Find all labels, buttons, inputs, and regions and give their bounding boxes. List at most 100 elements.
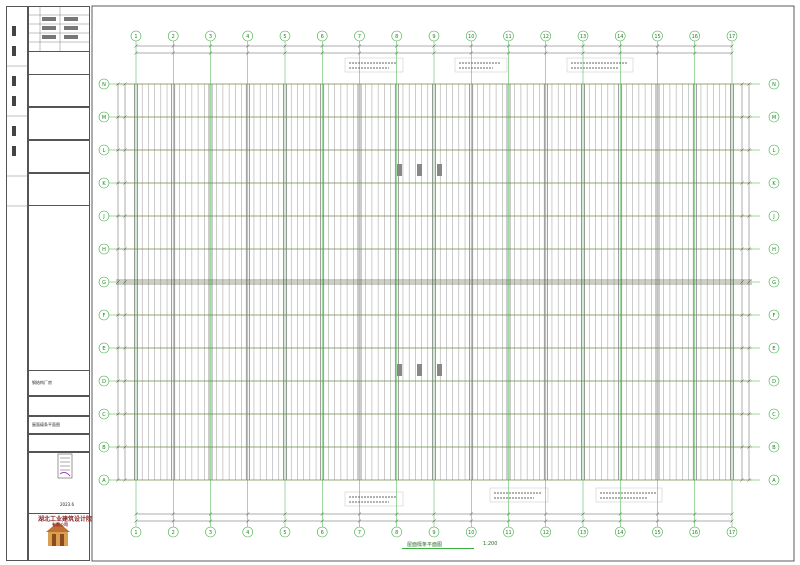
axis-label: E [772, 346, 775, 352]
axis-label: 15 [654, 34, 660, 40]
note-box [454, 57, 508, 73]
axis-bubble-icon [98, 276, 110, 288]
axis-bubble-icon [98, 78, 110, 90]
axis-bubble-icon [98, 375, 110, 387]
axis-label: H [772, 247, 776, 253]
axis-bubble-icon [98, 243, 110, 255]
title-block-row [28, 396, 90, 416]
axis-bubble-icon [391, 526, 403, 538]
axis-label: 14 [617, 530, 623, 536]
axis-label: 6 [321, 530, 324, 536]
axis-label: H [102, 247, 106, 253]
axis-bubble-icon [167, 30, 179, 42]
axis-bubble-icon [428, 526, 440, 538]
leader-notes [344, 57, 663, 507]
title-block-row [28, 140, 90, 173]
axis-label: J [772, 214, 774, 220]
axis-bubble-icon [465, 30, 477, 42]
axis-bubble-icon [130, 30, 142, 42]
axis-label: 16 [692, 530, 698, 536]
axis-bubble-icon [768, 243, 780, 255]
axis-bubble-icon [768, 111, 780, 123]
note-box [344, 57, 404, 73]
axis-bubble-icon [98, 408, 110, 420]
axis-bubble-icon [768, 309, 780, 321]
approval-stamp [57, 453, 73, 479]
member-tag [437, 164, 442, 176]
axis-label: 8 [395, 34, 398, 40]
axis-bubble-icon [540, 526, 552, 538]
axis-label: A [772, 478, 776, 484]
axis-label: 1 [134, 34, 137, 40]
axis-label: 17 [729, 530, 735, 536]
member-tag [437, 364, 442, 376]
axis-label: 5 [283, 34, 286, 40]
member-tag [417, 364, 422, 376]
axis-label: 4 [246, 530, 249, 536]
axis-bubble-icon [768, 408, 780, 420]
axis-label: 16 [692, 34, 698, 40]
title-block-row [28, 416, 90, 434]
axis-bubble-icon [242, 30, 254, 42]
axis-bubble-icon [98, 177, 110, 189]
axis-label: 10 [468, 530, 474, 536]
axis-bubble-icon [205, 526, 216, 538]
axis-bubble-icon [279, 526, 291, 538]
axis-bubble-icon [98, 144, 110, 156]
axis-label: C [772, 412, 776, 418]
axis-label: 2 [172, 530, 175, 536]
axis-bubble-icon [279, 30, 291, 42]
axis-label: 12 [543, 34, 549, 40]
axis-bubble-icon [689, 30, 701, 42]
drawing-caption: 屋面檩条平面图 [407, 542, 443, 548]
axis-label: G [772, 280, 776, 286]
axis-bubble-icon [652, 30, 663, 42]
axis-bubble-icon [768, 210, 780, 222]
side-marks [6, 26, 28, 207]
axis-label: 12 [543, 530, 549, 536]
member-tag [397, 364, 402, 376]
revision-table [28, 6, 90, 52]
axis-label: L [773, 148, 776, 154]
firm-name: 湖北工业建筑设计院 [38, 516, 93, 523]
axis-label: B [102, 445, 106, 451]
axis-bubble-icon [205, 30, 216, 42]
axis-bubble-icon [726, 30, 738, 42]
note-box [344, 491, 404, 507]
axis-bubble-icon [503, 30, 514, 42]
axis-label: E [102, 346, 105, 352]
axis-bubble-icon [354, 526, 365, 538]
axis-bubble-icon [465, 526, 477, 538]
note-box [566, 57, 634, 73]
axis-label: 7 [358, 34, 361, 40]
axis-label: 1 [134, 530, 137, 536]
title-block-row [28, 452, 90, 514]
dimension-lines [116, 44, 751, 523]
side-strip [6, 6, 28, 561]
axis-label: M [772, 115, 776, 121]
project-label: 钢结构厂房 [32, 380, 52, 385]
axis-label: K [772, 181, 776, 187]
axis-bubble-icon [768, 276, 780, 288]
axis-bubble-icon [768, 375, 780, 387]
sheet-label: 屋面檩条平面图 [32, 422, 60, 427]
note-box [489, 487, 549, 503]
axis-label: D [772, 379, 776, 385]
caption-underline [402, 548, 474, 549]
axis-bubble-icon [354, 30, 365, 42]
axis-label: 10 [468, 34, 474, 40]
axis-bubble-icon [167, 526, 179, 538]
axis-bubble-icon [98, 309, 110, 321]
axis-label: F [103, 313, 106, 319]
axis-label: A [102, 478, 106, 484]
title-block-row [28, 434, 90, 452]
axis-bubble-icon [614, 526, 626, 538]
axis-bubble-icon [391, 30, 403, 42]
axis-bubble-icon [614, 30, 626, 42]
axis-bubble-icon [98, 210, 110, 222]
title-block-row [28, 107, 90, 140]
axis-bubble-icon [98, 342, 110, 354]
axis-label: 11 [505, 530, 511, 536]
axis-label: G [102, 280, 106, 286]
